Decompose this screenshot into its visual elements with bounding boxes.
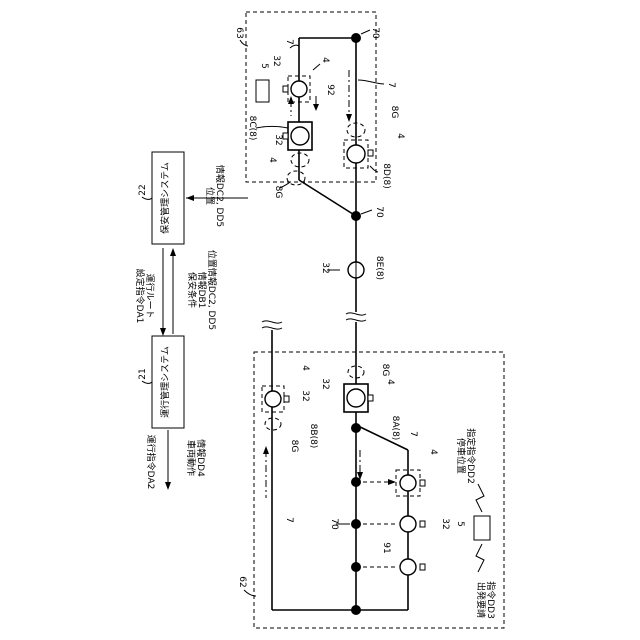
leader-7-upper-left	[290, 45, 299, 48]
ref-63: 63	[234, 27, 244, 38]
vehicle-wheel-8D	[347, 145, 365, 163]
vehicle-ghost-8B	[265, 418, 281, 430]
security-system-label: 保安管理システム	[159, 162, 171, 234]
terminal-5-lower	[474, 516, 490, 540]
vehicle-wheel-8A	[347, 389, 365, 407]
label-32-mid: 32	[320, 262, 330, 273]
label-32-8B: 32	[300, 390, 310, 401]
break-mark-left-2	[262, 327, 282, 329]
sensor-32-91	[420, 521, 425, 527]
position-info-label: 位置情報DC2, DD5	[206, 250, 218, 330]
label-8G-8B: 8G	[289, 440, 299, 453]
label-32-8A: 32	[320, 378, 330, 389]
ref-62: 62	[237, 576, 247, 587]
travel-arrowhead-8B	[263, 446, 269, 454]
sensor-32-8A	[368, 395, 373, 401]
node-lower-5	[351, 605, 361, 615]
signal-to-stop-cmd	[476, 484, 484, 512]
label-32-91: 32	[440, 518, 450, 529]
sensor-32-91-b	[420, 564, 425, 570]
track-upper-merge	[299, 180, 356, 216]
leader-7-upper-right	[358, 80, 384, 84]
terminal-5-upper	[256, 80, 269, 102]
route-command-arrowhead	[160, 328, 166, 336]
label-8G-upper: 8G	[389, 106, 399, 119]
vehicle-91-b	[400, 559, 416, 575]
operation-command-label-3: 情報DD4	[195, 439, 207, 477]
label-8D8: 8D(8)	[381, 163, 391, 188]
leader-21	[142, 381, 152, 383]
sensor-32-8D	[368, 150, 373, 156]
sensor-32-stop	[420, 480, 425, 486]
label-8A8: 8A(8)	[390, 416, 400, 441]
label-7-8A: 7	[408, 431, 418, 437]
label-7-lower: 7	[284, 517, 294, 523]
label-32-8C: 32	[273, 134, 283, 145]
route-command-label-1: 運行ルート	[144, 273, 156, 318]
position-info-right-2: 情報DC2, DD5	[214, 165, 226, 227]
sensor-32-8B	[284, 396, 289, 402]
operation-system-label: 運行管理システム	[159, 346, 171, 418]
label-4-upper: 4	[320, 57, 330, 63]
node-70-top	[351, 33, 361, 43]
leader-22	[142, 197, 152, 199]
vehicle-wheel-92	[291, 81, 307, 97]
vehicle-91-a	[400, 516, 416, 532]
vehicle-wheel-stop	[400, 475, 416, 491]
label-5-upper: 5	[259, 63, 269, 69]
break-mark-right-2	[346, 319, 366, 321]
position-info-arrowhead	[186, 195, 194, 201]
stop-position-cmd-2: 指定指令DD2	[465, 428, 477, 484]
label-70-merge: 70	[374, 206, 384, 218]
ref-22: 22	[138, 184, 148, 195]
label-7-upper-left: 7	[284, 39, 294, 45]
break-mark-right-1	[346, 313, 366, 315]
label-4-8B: 4	[300, 365, 310, 371]
arrowhead-92	[313, 104, 319, 111]
label-5-lower: 5	[455, 521, 465, 527]
label-92: 92	[325, 84, 335, 95]
label-91: 91	[381, 542, 391, 553]
route-command-label-2: 設定指令DA1	[134, 269, 146, 324]
label-32-upper: 32	[271, 55, 281, 66]
label-8C8: 8C(8)	[247, 116, 257, 141]
vehicle-ghost-8C	[291, 153, 309, 167]
leader-63	[240, 40, 248, 46]
label-8G-8A: 8G	[380, 364, 390, 377]
sensor-32-upper	[283, 86, 288, 92]
leader-70-merge	[361, 210, 372, 214]
signal-to-depart-cmd	[476, 544, 484, 572]
security-info-arrowhead	[170, 248, 176, 256]
label-8E8: 8E(8)	[374, 256, 384, 280]
area-62-boundary	[254, 352, 504, 628]
label-4-stop: 4	[428, 449, 438, 455]
leader-4-upper	[313, 64, 320, 70]
leader-70-top	[361, 30, 370, 34]
label-70-top: 70	[370, 27, 380, 39]
label-4-8C: 4	[267, 157, 277, 163]
node-lower-1	[351, 423, 361, 433]
label-8B8: 8B(8)	[308, 424, 318, 449]
operation-command-label-1: 運行指令DA2	[145, 435, 157, 490]
travel-arrowhead-upper	[346, 114, 352, 122]
travel-arrowhead-8C	[288, 96, 294, 104]
label-4-8A: 4	[385, 379, 395, 385]
vehicle-wheel-8C	[291, 127, 309, 145]
leader-8D	[370, 166, 378, 172]
vehicle-wheel-8B	[265, 391, 281, 407]
label-7-upper-right: 7	[386, 82, 396, 88]
label-4-8D: 4	[395, 133, 405, 139]
leader-8C	[256, 127, 288, 129]
operation-command-arrowhead	[165, 482, 171, 490]
link-482-head	[388, 479, 396, 485]
break-mark-left-1	[262, 321, 282, 323]
ref-21: 21	[138, 368, 148, 379]
departure-request-2: 指令DD3	[485, 581, 497, 619]
